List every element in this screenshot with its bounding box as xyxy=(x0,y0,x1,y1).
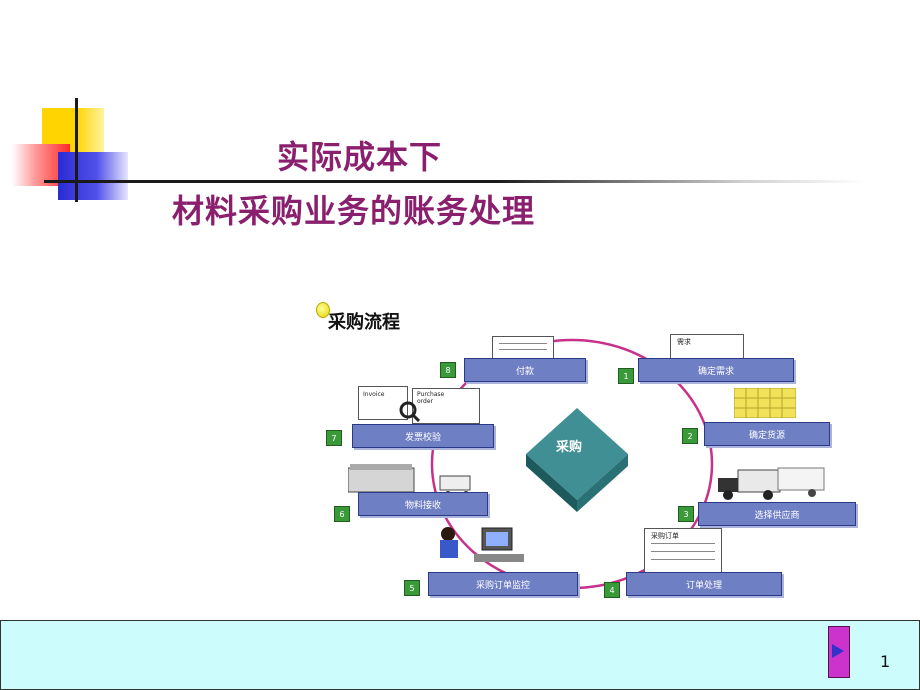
demand-document-icon: 需求 xyxy=(670,334,744,360)
center-cube-icon xyxy=(526,408,628,512)
invoice-doc-label: Invoice xyxy=(363,391,385,398)
magnifier-icon xyxy=(399,401,420,422)
step-3-number: 3 xyxy=(678,506,694,522)
step-1-box: 确定需求 xyxy=(638,358,794,382)
play-arrow-icon xyxy=(832,644,844,658)
step-7-number: 7 xyxy=(326,430,342,446)
purchase-order-document-icon: Purchase order xyxy=(412,388,480,424)
deco-blue-square xyxy=(58,152,128,200)
step-8-number: 8 xyxy=(440,362,456,378)
step-6-number: 6 xyxy=(334,506,350,522)
source-grid-icon xyxy=(734,388,796,418)
order-doc-label: 采购订单 xyxy=(651,532,679,540)
step-4-box: 订单处理 xyxy=(626,572,782,596)
step-2-number: 2 xyxy=(682,428,698,444)
step-2-box: 确定货源 xyxy=(704,422,830,446)
po-doc-label: Purchase order xyxy=(417,391,445,405)
page-number: 1 xyxy=(880,652,891,671)
footer-bar xyxy=(0,620,920,690)
slide-title-line1: 实际成本下 xyxy=(277,138,443,176)
lightbulb-icon xyxy=(316,302,330,318)
demand-doc-label: 需求 xyxy=(677,338,691,346)
step-8-box: 付款 xyxy=(464,358,586,382)
procurement-cycle-diagram: 采购流程 采购 8 付款 需求 1 确定需求 2 确定货源 3 选择供 xyxy=(306,296,866,602)
slide-title-line2: 材料采购业务的账务处理 xyxy=(172,192,536,230)
step-4-number: 4 xyxy=(604,582,620,598)
step-7-box: 发票校验 xyxy=(352,424,494,448)
deco-vertical-line xyxy=(75,98,78,202)
diagram-title: 采购流程 xyxy=(328,312,400,333)
truck-icon xyxy=(718,467,825,500)
payment-document-icon xyxy=(492,336,554,360)
step-6-box: 物料接收 xyxy=(358,492,488,516)
goods-receipt-icon xyxy=(348,464,471,497)
step-3-box: 选择供应商 xyxy=(698,502,856,526)
center-label: 采购 xyxy=(556,440,583,455)
step-1-number: 1 xyxy=(618,368,634,384)
person-computer-icon xyxy=(440,527,524,562)
step-5-box: 采购订单监控 xyxy=(428,572,578,596)
step-5-number: 5 xyxy=(404,580,420,596)
title-divider-line xyxy=(44,180,864,183)
order-document-icon: 采购订单 xyxy=(644,528,722,574)
